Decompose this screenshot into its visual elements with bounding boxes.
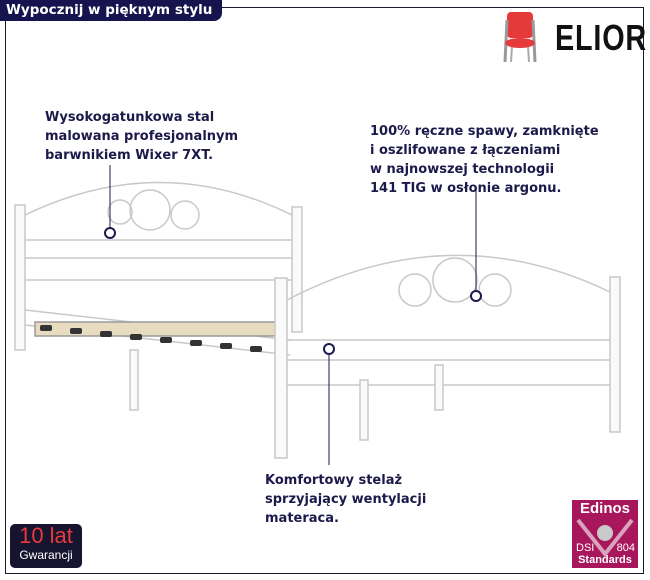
certificate-name: Edinos — [579, 500, 630, 517]
warranty-label: Gwarancji — [19, 548, 73, 562]
brand-name: ELIOR — [555, 16, 648, 58]
certificate-right: 804 — [616, 542, 635, 554]
certificate-v-icon — [576, 518, 634, 558]
red-chair-icon — [503, 12, 537, 63]
note-welding: 100% ręczne spawy, zamknięte i oszlifowa… — [370, 124, 599, 196]
warranty-badge: 10 lat Gwarancji — [10, 524, 82, 568]
certificate-badge: Edinos DSI 804 Standards — [572, 500, 638, 568]
infographic-frame — [5, 7, 644, 574]
certificate-left: DSI — [576, 542, 595, 554]
callout-dot-welding — [470, 290, 482, 302]
brand-logo: ELIOR — [495, 10, 650, 65]
certificate-bottom: Standards — [578, 554, 632, 566]
callout-dot-slats — [323, 343, 335, 355]
warranty-years: 10 lat — [19, 523, 73, 548]
note-slats: Komfortowy stelaż sprzyjający wentylacji… — [265, 473, 427, 526]
note-steel: Wysokogatunkowa stal malowana profesjona… — [45, 110, 239, 163]
page-title: Wypocznij w pięknym stylu — [0, 0, 223, 21]
callout-dot-steel — [104, 227, 116, 239]
